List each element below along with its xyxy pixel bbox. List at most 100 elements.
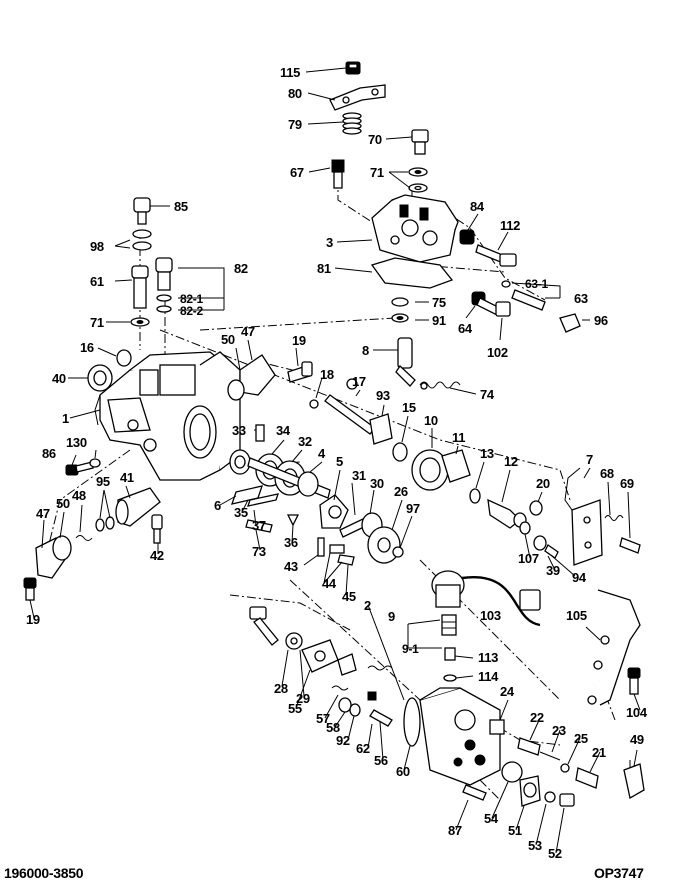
- callout-29: 29: [296, 691, 310, 706]
- callout-41: 41: [120, 470, 134, 485]
- callout-4: 4: [318, 446, 326, 461]
- callout-57: 57: [316, 711, 330, 726]
- callout-50-lower: 50: [56, 496, 70, 511]
- plates-43-45: [317, 537, 355, 566]
- lower-body-parts: [249, 606, 645, 807]
- callout-79: 79: [288, 117, 302, 132]
- callout-21: 21: [592, 745, 606, 760]
- callout-87: 87: [448, 823, 462, 838]
- callout-63: 63: [574, 291, 588, 306]
- callout-81: 81: [317, 261, 331, 276]
- callout-102: 102: [487, 345, 508, 360]
- callout-33: 33: [232, 423, 246, 438]
- callout-28: 28: [274, 681, 288, 696]
- callout-54: 54: [484, 811, 499, 826]
- callout-24: 24: [500, 684, 515, 699]
- solenoid-parts: [431, 570, 641, 706]
- callout-22: 22: [530, 710, 544, 725]
- callout-107: 107: [518, 551, 539, 566]
- callout-68: 68: [600, 466, 614, 481]
- callout-18: 18: [320, 367, 334, 382]
- callout-94: 94: [572, 570, 587, 585]
- callout-7: 7: [586, 452, 593, 467]
- callout-36: 36: [284, 535, 298, 550]
- cam-plate-parts: [339, 512, 404, 564]
- callout-114: 114: [478, 669, 499, 684]
- callout-64: 64: [458, 321, 473, 336]
- callout-85: 85: [174, 199, 188, 214]
- callout-93: 93: [376, 388, 390, 403]
- callout-50-upper: 50: [221, 332, 235, 347]
- callout-82-2: 82-2: [180, 304, 203, 318]
- drive-shaft-parts: [229, 424, 349, 533]
- callout-112: 112: [500, 218, 520, 233]
- callout-34: 34: [276, 423, 291, 438]
- callout-30: 30: [370, 476, 384, 491]
- callout-113: 113: [478, 650, 498, 665]
- callout-52: 52: [548, 846, 562, 861]
- callout-80: 80: [288, 86, 302, 101]
- callout-47-upper: 47: [241, 324, 255, 339]
- callout-55: 55: [288, 701, 302, 716]
- callout-74: 74: [480, 387, 495, 402]
- callout-26: 26: [394, 484, 408, 499]
- callout-40: 40: [52, 371, 66, 386]
- callout-9-1: 9-1: [402, 642, 419, 656]
- callout-31: 31: [352, 468, 366, 483]
- callout-11: 11: [452, 430, 465, 445]
- callout-69: 69: [620, 476, 634, 491]
- callout-75: 75: [432, 295, 446, 310]
- callout-23: 23: [552, 723, 566, 738]
- callout-62: 62: [356, 741, 370, 756]
- callout-91: 91: [432, 313, 446, 328]
- drawing-code-label: OP3747: [594, 865, 644, 881]
- callout-9: 9: [388, 609, 395, 624]
- callout-86: 86: [42, 446, 56, 461]
- governor-cover: [370, 194, 459, 289]
- cover-gasket: [370, 257, 454, 289]
- callout-71-left: 71: [90, 315, 104, 330]
- callout-10: 10: [424, 413, 438, 428]
- callout-20: 20: [536, 476, 550, 491]
- callout-25: 25: [574, 731, 588, 746]
- callout-97: 97: [406, 501, 420, 516]
- callout-61: 61: [90, 274, 104, 289]
- callout-84: 84: [470, 199, 485, 214]
- callout-63-1: 63-1: [525, 277, 548, 291]
- callout-12: 12: [504, 454, 518, 469]
- callout-45: 45: [342, 589, 356, 604]
- callout-13: 13: [480, 446, 494, 461]
- callout-1: 1: [62, 411, 69, 426]
- callout-92: 92: [336, 733, 350, 748]
- callout-56: 56: [374, 753, 388, 768]
- bracket-parts: [519, 467, 641, 566]
- callout-19-upper: 19: [292, 333, 306, 348]
- callout-16: 16: [80, 340, 94, 355]
- callout-95: 95: [96, 474, 110, 489]
- callout-8: 8: [362, 343, 369, 358]
- leader-lines: [29, 67, 641, 854]
- callout-6: 6: [214, 498, 221, 513]
- callout-105: 105: [566, 608, 587, 623]
- callout-17: 17: [352, 374, 366, 389]
- callout-67: 67: [290, 165, 304, 180]
- callout-43: 43: [284, 559, 298, 574]
- callout-15: 15: [402, 400, 416, 415]
- callout-115: 115: [280, 65, 300, 80]
- callout-82: 82: [234, 261, 248, 276]
- callout-49: 49: [630, 732, 644, 747]
- callout-82-1: 82-1: [180, 292, 203, 306]
- callout-labels: 115 80 79 70 67 71 84 112 3 81 63-1 63 7…: [26, 65, 648, 861]
- callout-39: 39: [546, 563, 560, 578]
- callout-19-lower: 19: [26, 612, 40, 627]
- pump-housing: [94, 351, 241, 481]
- left-parts: [87, 197, 173, 392]
- callout-103: 103: [480, 608, 501, 623]
- callout-3: 3: [326, 235, 333, 250]
- upper-middle-parts: [227, 337, 527, 529]
- callout-130: 130: [66, 435, 87, 450]
- callout-104: 104: [626, 705, 648, 720]
- callout-48: 48: [72, 488, 86, 503]
- callout-44: 44: [322, 576, 337, 591]
- top-parts: [329, 61, 581, 333]
